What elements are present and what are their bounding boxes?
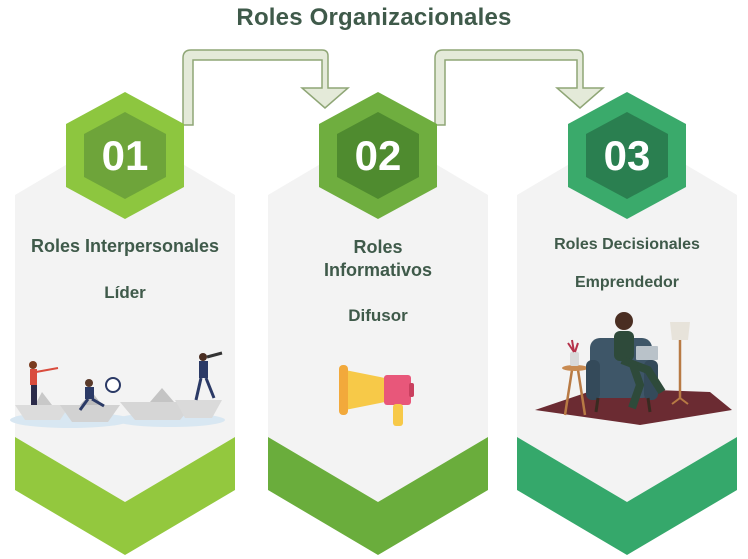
card-3-heading: Roles Decisionales (554, 236, 700, 253)
card-3-hexagon-inner (586, 112, 668, 199)
card-2-background (268, 130, 488, 502)
connector-arrow-2-3 (434, 49, 606, 126)
role-card-2: 02 (268, 92, 488, 555)
card-3-role: Emprendedor (574, 274, 679, 291)
card-1-bottom-band (15, 437, 235, 555)
card-2-heading: Roles Informativos (323, 237, 433, 280)
role-card-3: 03 (517, 92, 737, 555)
connector-arrow-1-2 (182, 49, 351, 126)
card-2-role: Difusor (348, 306, 408, 325)
card-1-heading: Roles Interpersonales (30, 236, 220, 256)
card-3-number: 03 (604, 132, 651, 179)
card-1-number: 01 (102, 132, 149, 179)
megaphone-icon (339, 365, 414, 426)
card-1-role: Líder (104, 283, 146, 302)
card-2-number: 02 (355, 132, 402, 179)
card-2-hexagon-inner (337, 112, 419, 199)
card-2-bottom-band (268, 437, 488, 555)
card-3-bottom-band (517, 437, 737, 555)
paper-boats-leadership-illustration (10, 351, 225, 428)
card-1-hexagon-inner (84, 112, 166, 199)
role-card-1: 01 (10, 92, 235, 555)
page-title: Roles Organizacionales (236, 4, 512, 31)
woman-armchair-laptop-illustration (535, 312, 732, 425)
